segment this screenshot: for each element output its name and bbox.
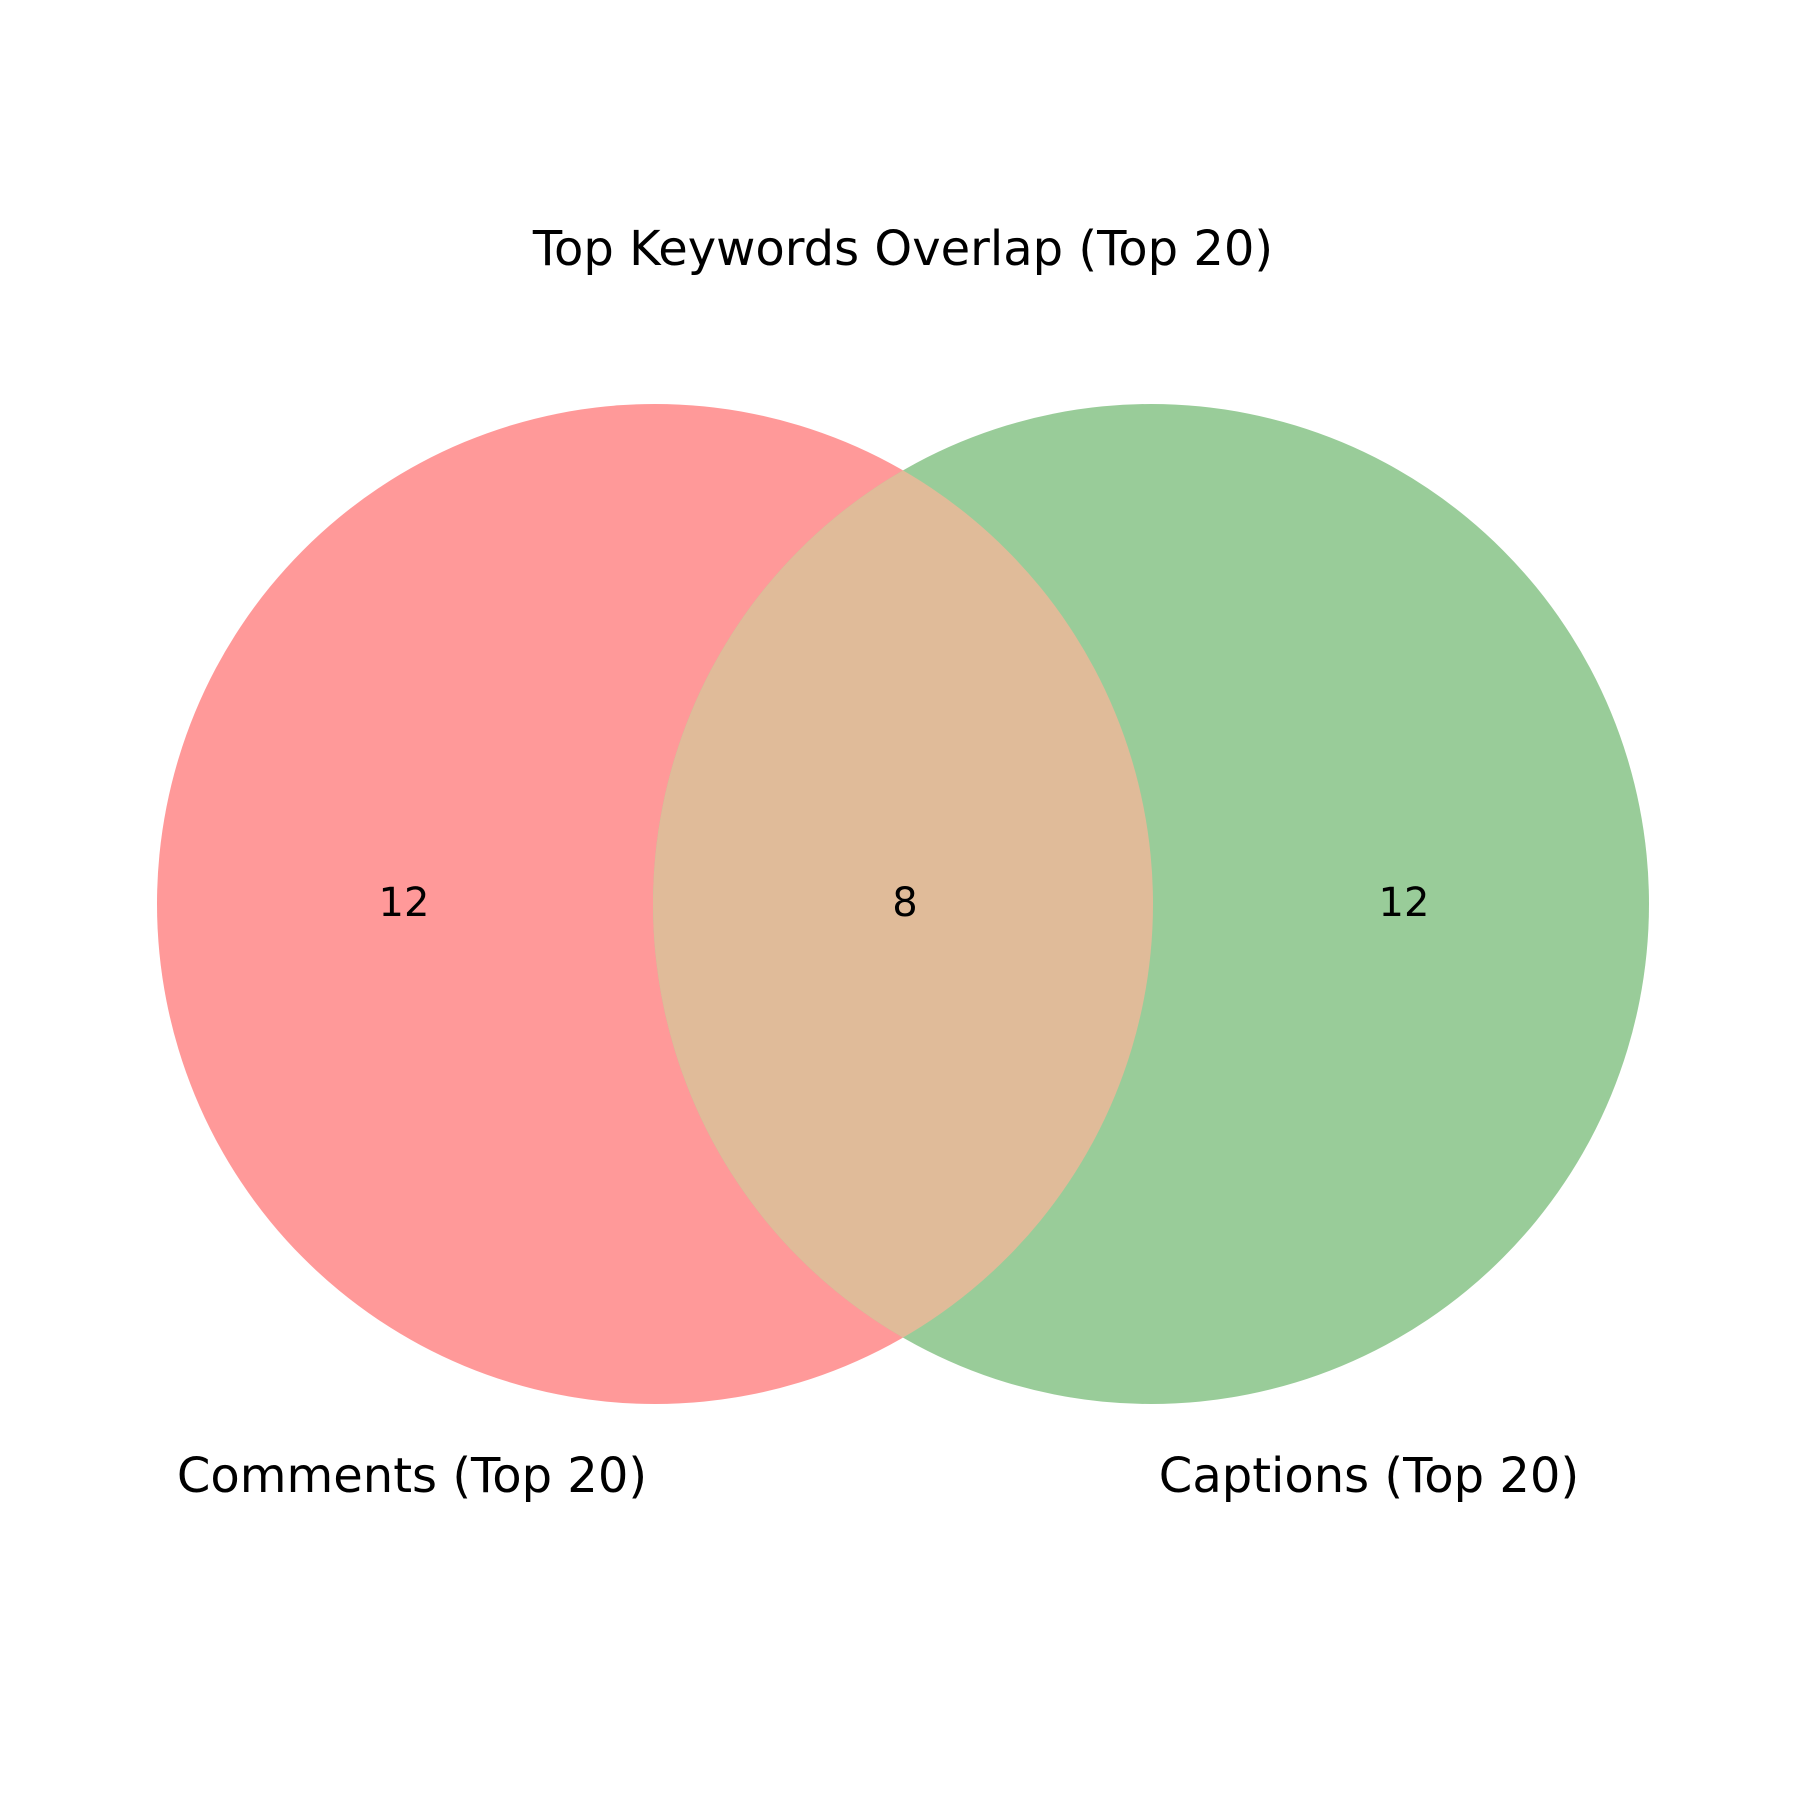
intersection-count: 8 xyxy=(892,880,917,926)
comments-only-count: 12 xyxy=(379,880,430,926)
diagram-title: Top Keywords Overlap (Top 20) xyxy=(532,221,1273,277)
captions-set-label: Captions (Top 20) xyxy=(1159,1448,1579,1504)
captions-only-count: 12 xyxy=(1379,880,1430,926)
comments-set-label: Comments (Top 20) xyxy=(177,1448,647,1504)
intersection-region xyxy=(653,404,1153,1404)
